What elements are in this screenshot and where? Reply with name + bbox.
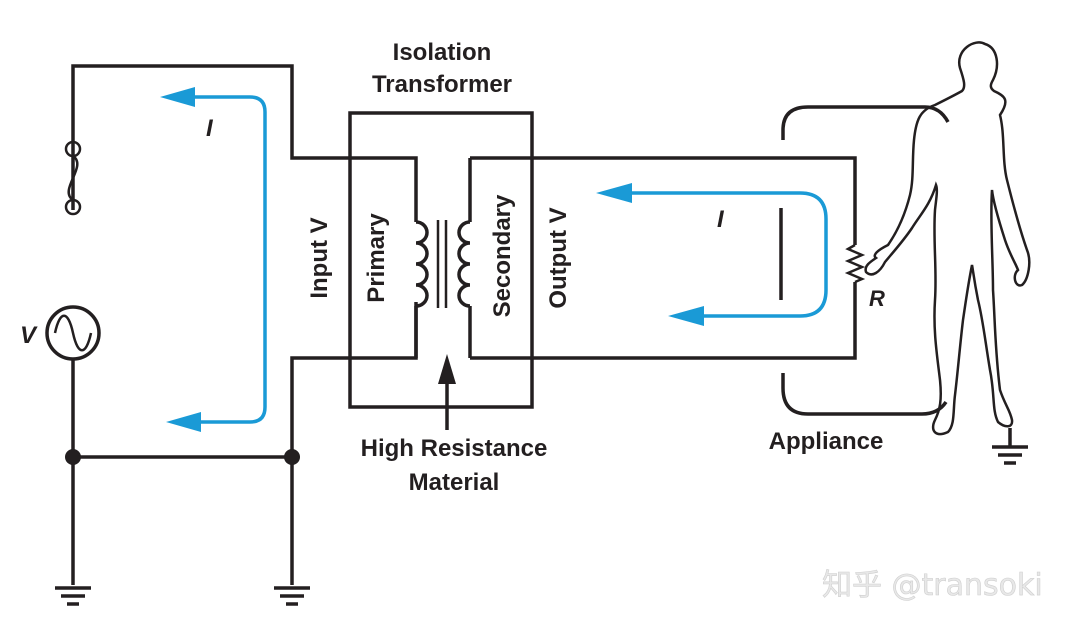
input-voltage-label: Input V (306, 217, 333, 298)
core-icon (436, 220, 448, 308)
transformer (348, 111, 534, 430)
primary-coil-icon (414, 220, 429, 358)
title-line-1: Isolation (393, 39, 492, 66)
output-voltage-label: Output V (545, 207, 572, 308)
output-bottom-wire (470, 282, 857, 360)
junction-dot (284, 449, 300, 465)
ground-icon (992, 428, 1028, 465)
appliance-enclosure (781, 105, 950, 416)
secondary-label: Secondary (489, 194, 516, 317)
barrier-arrow-icon (438, 354, 456, 430)
barrier-label-line-1: High Resistance (361, 435, 548, 462)
input-top-wire (71, 64, 418, 222)
ac-source-icon (45, 305, 101, 361)
secondary-coil-icon (457, 158, 472, 358)
output-top-wire (470, 156, 857, 245)
watermark: 知乎 @transoki (822, 568, 1043, 603)
human-body-icon (864, 41, 1031, 465)
current-label-output: I (717, 206, 725, 233)
current-arrow-output (596, 183, 828, 326)
primary-label: Primary (363, 213, 390, 303)
source-voltage-label: V (20, 322, 38, 349)
transformer-enclosure (348, 111, 534, 409)
junction-dot (65, 449, 81, 465)
output-circuit (470, 105, 950, 416)
resistance-label: R (869, 286, 885, 311)
input-circuit (45, 64, 418, 606)
current-label-input: I (206, 115, 214, 142)
ground-icon (55, 586, 91, 606)
ground-icon (274, 586, 310, 606)
title-line-2: Transformer (372, 71, 512, 98)
appliance-label: Appliance (769, 428, 884, 455)
barrier-label-line-2: Material (409, 469, 500, 496)
fuse-icon (64, 140, 82, 216)
resistor-icon (844, 243, 866, 284)
current-arrow-input (160, 87, 267, 432)
